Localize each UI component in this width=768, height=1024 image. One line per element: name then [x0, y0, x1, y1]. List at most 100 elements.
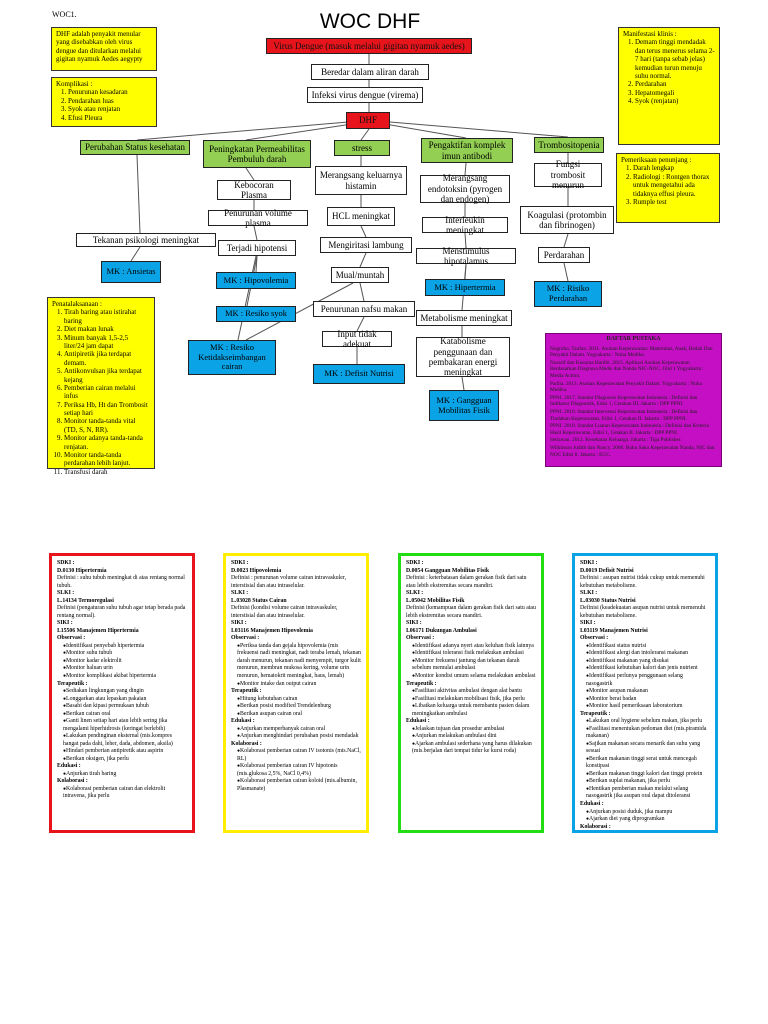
card-heading: D.0054 Gangguan Mobilitas Fisik: [406, 567, 490, 574]
card-heading: D.0130 Hipertermia: [57, 567, 107, 574]
card-bullet-item: Identifikasi status nutrisi: [580, 643, 710, 651]
card-bullet-item: Berikan asupan cairan oral: [231, 711, 361, 719]
card-bullet-item: Berikan makanan tinggi kalori dan tinggi…: [580, 771, 710, 779]
card-bullet-item: Periksa tanda dan gejala hipovolemia (mi…: [231, 643, 361, 681]
card-bullet-item: Anjurkan melakukan ambulasi dini: [406, 733, 536, 741]
card-text: Definisi : penurunan volume cairan intra…: [231, 575, 347, 589]
komplikasi-item: Syok atau renjatan: [68, 105, 152, 113]
pustaka-entry: Setiawan. 2012. Kesehatan Keluarga. Jaka…: [550, 437, 682, 444]
card-heading: I.03119 Manajemen Nutrisi: [580, 627, 648, 634]
card-heading: SIKI :: [57, 620, 73, 627]
node-interleukin-meningkat: Interleukin meningkat: [422, 215, 508, 235]
pustaka-entry: Wilkinson Judith dan Nancy. 2006. Buku S…: [550, 445, 715, 458]
manifestasi-item: Demam tinggi mendadak dan terus menerus …: [635, 38, 715, 80]
node-kebocoran-plasma: Kebocoran Plasma: [217, 180, 291, 200]
card-heading: SLKI :: [580, 590, 598, 597]
card-text: Definisi (kemampuan dalam gerakan fisik …: [406, 605, 536, 619]
node-pengaktifan-komplek: Pengaktifan komplek imun antibodi: [421, 138, 513, 163]
pustaka-entry: PPNI. 2017. Standar Diagnosis Keperawata…: [550, 394, 698, 408]
note-definisi: DHF adalah penyakit menular yang disebab…: [51, 27, 157, 71]
node-merangsang-endotoksin: Merangsang endotoksin (pyrogen dan endog…: [420, 173, 510, 204]
penatalaksanaan-item: Antikonvulsan jika terdapat kejang: [64, 367, 150, 384]
penatalaksanaan-item: Minum banyak 1,5-2,5 liter/24 jam dapat: [64, 334, 150, 351]
card-bullet-item: Lakukan oral hygiene sebelum makan, jika…: [580, 718, 710, 726]
card-heading: Observasi :: [231, 635, 260, 642]
card-bullet-item: Jelaskan tujuan dan prosedur ambulasi: [406, 726, 536, 734]
card-heading: L.14134 Termoregulasi: [57, 597, 114, 604]
mk-hipovolemia: MK : Hipovolemia: [216, 272, 296, 289]
manifestasi-item: Perdarahan: [635, 80, 715, 88]
card-text: Definisi : asupan nutrisi tidak cukup un…: [580, 575, 705, 589]
node-menstimulus-hipotalamus: Menstimulus hipotalamus: [416, 246, 516, 266]
mk-risiko-perdarahan: MK : Risiko Perdarahan: [534, 281, 602, 307]
card-heading: Terapeutik :: [580, 710, 611, 717]
mk-resiko-ketidakseimbangan-cairan: MK : Resiko Ketidakseimbangan cairan: [188, 340, 276, 375]
node-fungsi-trombosit: Fungsi trombosit menurun: [534, 159, 602, 190]
card-heading: SDKI :: [231, 560, 249, 566]
card-bullet-item: Kolaborasi pemberian cairan IV hipotonis…: [231, 763, 361, 778]
node-mengiritasi-lambung: Mengiritasi lambung: [320, 237, 412, 253]
node-dhf: DHF: [346, 112, 390, 129]
note-manifestasi: Manifestasi klinis : Demam tinggi mendad…: [618, 27, 720, 145]
penatalaksanaan-item: Antipiretik jika terdapat demam.: [64, 350, 150, 367]
card-heading: L.03030 Status Nutrisi: [580, 597, 636, 604]
card-heading: I.06171 Dukungan Ambulasi: [406, 627, 477, 634]
node-koagulasi: Koagulasi (protombin dan fibrinogen): [520, 206, 614, 234]
card-bullet-item: Monitor kadar elektrolit: [57, 658, 187, 666]
penatalaksanaan-item: Tirah baring atau istirahat baring: [64, 308, 150, 325]
card-bullet-item: Berikan oksigen, jika perlu: [57, 756, 187, 764]
note-definisi-text: DHF adalah penyakit menular yang disebab…: [56, 30, 143, 64]
node-merangsang-histamin: Merangsang keluarnya histamin: [315, 166, 407, 195]
card-bullet-item: Monitor intake dan output cairan: [231, 681, 361, 689]
pustaka-entry: PPNI. 2018. Standar Intervensi Keperawat…: [550, 408, 698, 422]
penunjang-item: Radiologi : Rontgen thorax untuk mengeta…: [633, 173, 715, 198]
card-heading: Edukasi :: [406, 718, 430, 725]
penatalaksanaan-item: Periksa Hb, Ht dan Trombosit setiap hari: [64, 401, 150, 418]
card-text: Definisi (pengaturan suhu tubuh agar tet…: [57, 605, 186, 619]
card-bullet-item: Identifikasi alergi dan intoleransi maka…: [580, 650, 710, 658]
corner-label: WOC1.: [52, 10, 77, 19]
card-heading: L.03028 Status Cairan: [231, 597, 287, 604]
card-bullet-item: Anjurkan memperbanyak cairan oral: [231, 726, 361, 734]
card-bullet-item: Identifikasi penyebab hipertermia: [57, 643, 187, 651]
card-heading: Kolaborasi :: [580, 823, 611, 830]
card-heading: Kolaborasi :: [57, 778, 88, 785]
node-perdarahan: Perdarahan: [538, 247, 590, 263]
card-heading: D.0019 Defisit Nutrisi: [580, 567, 634, 574]
pustaka-entry: Nurarif dan Kusuma Hardhi. 2015. Aplikas…: [550, 359, 704, 379]
card-bullet-item: Monitor asupan makanan: [580, 688, 710, 696]
card-heading: SIKI :: [231, 620, 247, 627]
node-input-tidak-adekuat: Input tidak adekuat: [322, 329, 392, 349]
card-heading: Edukasi :: [57, 763, 81, 770]
card-heading: SIKI :: [406, 620, 422, 627]
card-text: Definisi : keterbatasan dalam gerakan fi…: [406, 575, 527, 589]
card-bullet-item: Longgarkan atau lepaskan pakaian: [57, 696, 187, 704]
komplikasi-item: Penurunan kesadaran: [68, 88, 152, 96]
card-bullet-item: Sediakan lingkungan yang dingin: [57, 688, 187, 696]
card-heading: Terapeutik :: [406, 680, 437, 687]
card-bullet-item: Hindari pemberian antipiretik atau aspir…: [57, 748, 187, 756]
card-heading: SLKI :: [57, 590, 75, 597]
card-heading: SDKI :: [406, 560, 424, 566]
card-bullet-item: Monitor haluan urin: [57, 665, 187, 673]
card-bullet-item: Monitor hasil pemeriksaan laboratorium: [580, 703, 710, 711]
card-bullet-item: Monitor frekuensi jantung dan tekanan da…: [406, 658, 536, 673]
card-bullet-item: Fasilitasi aktivitas ambulasi dengan ala…: [406, 688, 536, 696]
note-pemeriksaan-penunjang: Pemeriksaan penunjang : Darah lengkap Ra…: [616, 153, 720, 223]
node-beredar-aliran-darah: Beredar dalam aliran darah: [311, 64, 429, 80]
penatalaksanaan-item: Transfusi darah: [64, 468, 150, 476]
komplikasi-item: Efusi Pleura: [68, 114, 152, 122]
card-bullet-item: Sajikan makanan secara menarik dan suhu …: [580, 741, 710, 756]
card-bullet-item: Monitor suhu tubuh: [57, 650, 187, 658]
node-katabolisme: Katabolisme penggunaan dan pembakaran en…: [416, 336, 510, 377]
card-heading: Kolaborasi :: [231, 740, 262, 747]
node-mual-muntah: Mual/muntah: [331, 267, 389, 283]
card-heading: SDKI :: [580, 560, 598, 566]
mk-defisit-nutrisi: MK : Defisit Nutrisi: [313, 364, 405, 384]
diagram-title: WOC DHF: [319, 10, 421, 33]
node-penurunan-nafsu-makan: Penurunan nafsu makan: [313, 301, 415, 317]
penatalaksanaan-item: Diet makan lunak: [64, 325, 150, 333]
